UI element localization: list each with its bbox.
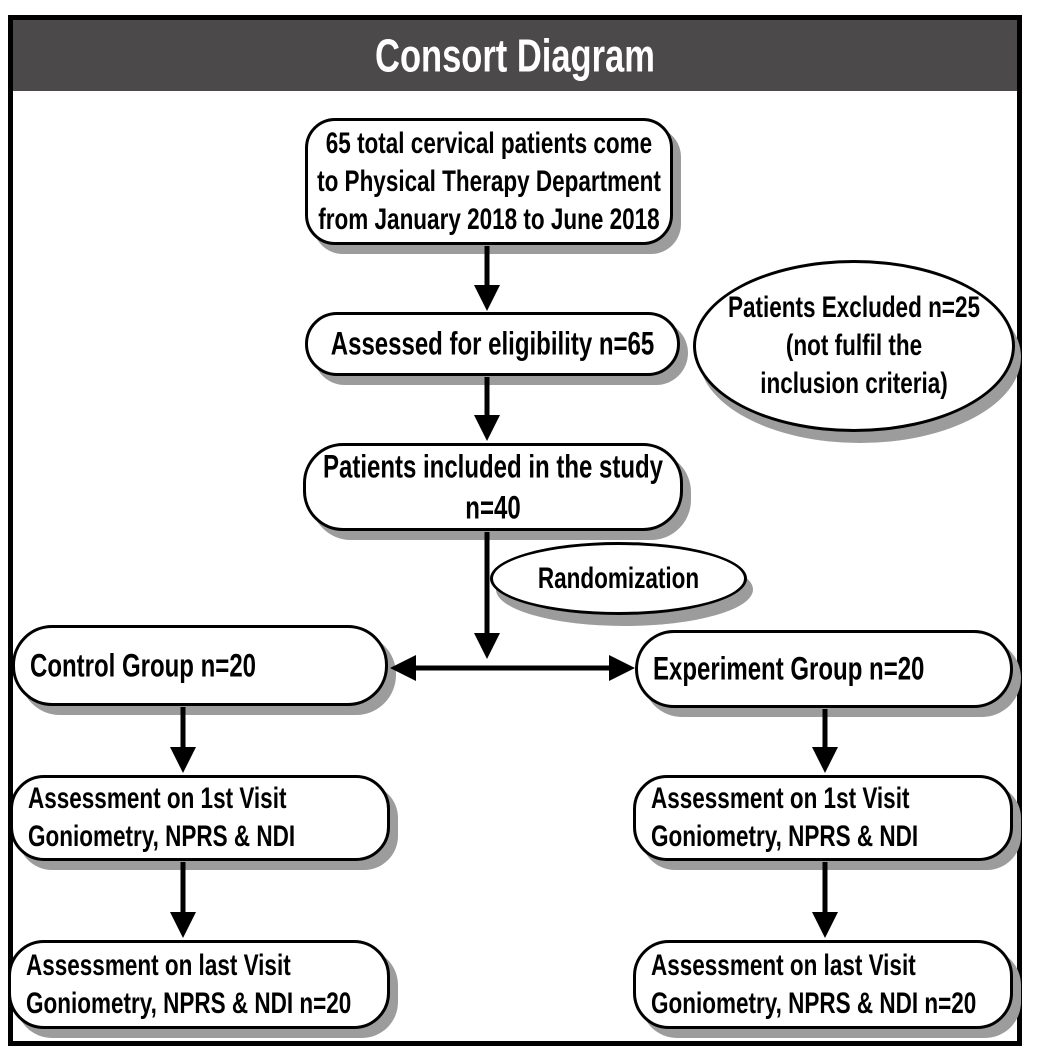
- page-title: Consort Diagram: [375, 29, 655, 81]
- node-experiment-last-visit: Assessment on last Visit Goniometry, NPR…: [633, 940, 1013, 1029]
- node-control-last-visit: Assessment on last Visit Goniometry, NPR…: [8, 940, 390, 1029]
- node-patients-included-text: Patients included in the study n=40: [322, 448, 664, 525]
- node-control-group-text: Control Group n=20: [30, 647, 257, 684]
- node-experiment-first-visit-text: Assessment on 1st Visit Goniometry, NPRS…: [651, 781, 919, 853]
- node-control-last-visit-text: Assessment on last Visit Goniometry, NPR…: [26, 948, 352, 1020]
- node-experiment-group-text: Experiment Group n=20: [653, 650, 925, 687]
- diagram-frame: Consort Diagram: [8, 15, 1022, 1046]
- node-control-first-visit-text: Assessment on 1st Visit Goniometry, NPRS…: [28, 781, 296, 853]
- node-randomization-text: Randomization: [537, 561, 700, 595]
- node-experiment-last-visit-text: Assessment on last Visit Goniometry, NPR…: [651, 948, 977, 1020]
- node-control-first-visit: Assessment on 1st Visit Goniometry, NPRS…: [10, 775, 390, 861]
- node-experiment-group: Experiment Group n=20: [635, 630, 1013, 708]
- node-total-patients-text: 65 total cervical patients come to Physi…: [317, 126, 661, 236]
- node-experiment-first-visit: Assessment on 1st Visit Goniometry, NPRS…: [633, 775, 1013, 861]
- node-randomization: Randomization: [490, 542, 747, 615]
- node-assessed-eligibility: Assessed for eligibility n=65: [305, 312, 680, 376]
- node-assessed-eligibility-text: Assessed for eligibility n=65: [330, 325, 655, 362]
- title-bar: Consort Diagram: [13, 20, 1017, 91]
- node-control-group: Control Group n=20: [12, 625, 388, 706]
- node-patients-excluded: Patients Excluded n=25 (not fulfil the i…: [693, 260, 1015, 432]
- node-patients-excluded-text: Patients Excluded n=25 (not fulfil the i…: [728, 290, 980, 401]
- node-total-patients: 65 total cervical patients come to Physi…: [305, 118, 673, 245]
- node-patients-included: Patients included in the study n=40: [303, 443, 683, 531]
